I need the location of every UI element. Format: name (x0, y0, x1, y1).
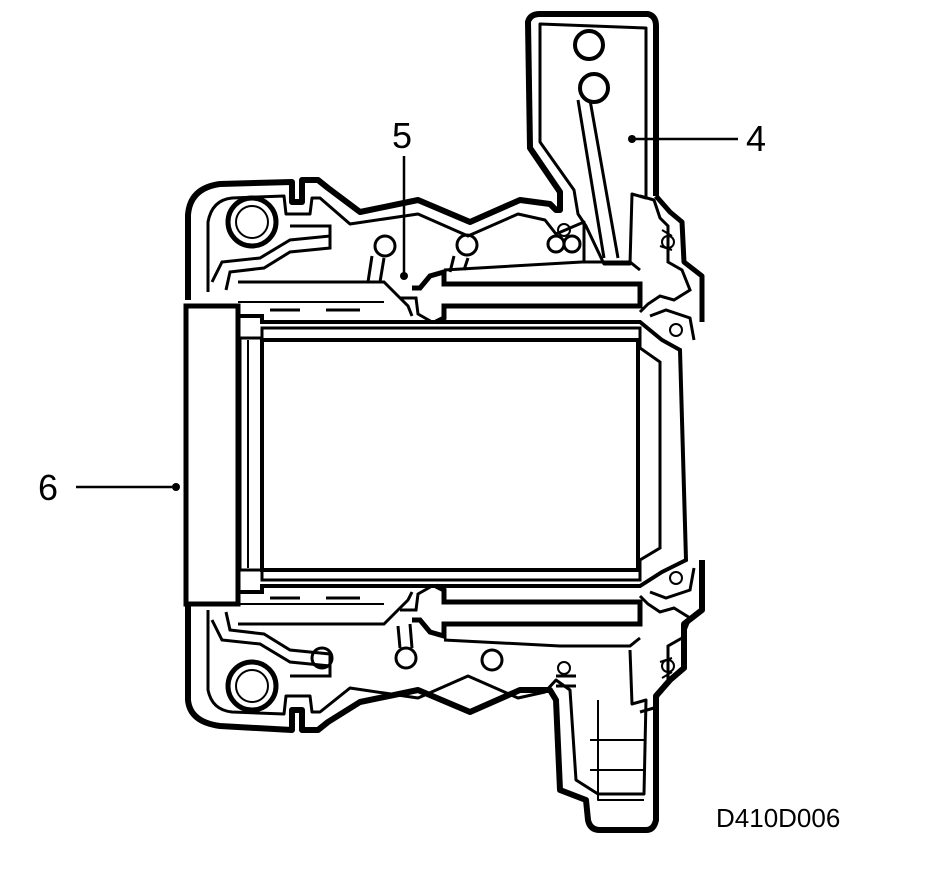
upper-outer-ball (225, 195, 279, 249)
callout-4-dot (628, 135, 636, 143)
callout-6-label: 6 (38, 467, 58, 508)
callout-5: 5 (392, 115, 412, 280)
callout-5-label: 5 (392, 115, 412, 156)
central-ring (400, 260, 643, 648)
sleeve-left-flange (183, 303, 241, 607)
lower-spring-ball-3 (480, 648, 504, 672)
lower-spring-ball-2 (394, 646, 418, 670)
lower-bearing-section (210, 611, 576, 713)
inner-sleeve (183, 280, 689, 626)
callout-4: 4 (628, 118, 766, 159)
figure-code: D410D006 (716, 803, 840, 833)
upper-spring-ball-2 (455, 233, 479, 257)
outer-housing (185, 11, 705, 833)
lever-pivot-ball-upper (573, 29, 605, 61)
callout-6-dot (172, 483, 180, 491)
lever-pivot-ball-lower (578, 72, 610, 104)
lower-spring-ball-1 (310, 646, 334, 670)
right-seal-stack (638, 194, 696, 714)
upper-bearing-section (210, 29, 620, 291)
callout-4-label: 4 (746, 118, 766, 159)
callout-6: 6 (38, 467, 180, 508)
sleeve-bore (260, 338, 640, 572)
lower-outer-ball (225, 659, 279, 713)
upper-spring-ball-1 (373, 234, 397, 258)
callout-5-dot (400, 272, 408, 280)
